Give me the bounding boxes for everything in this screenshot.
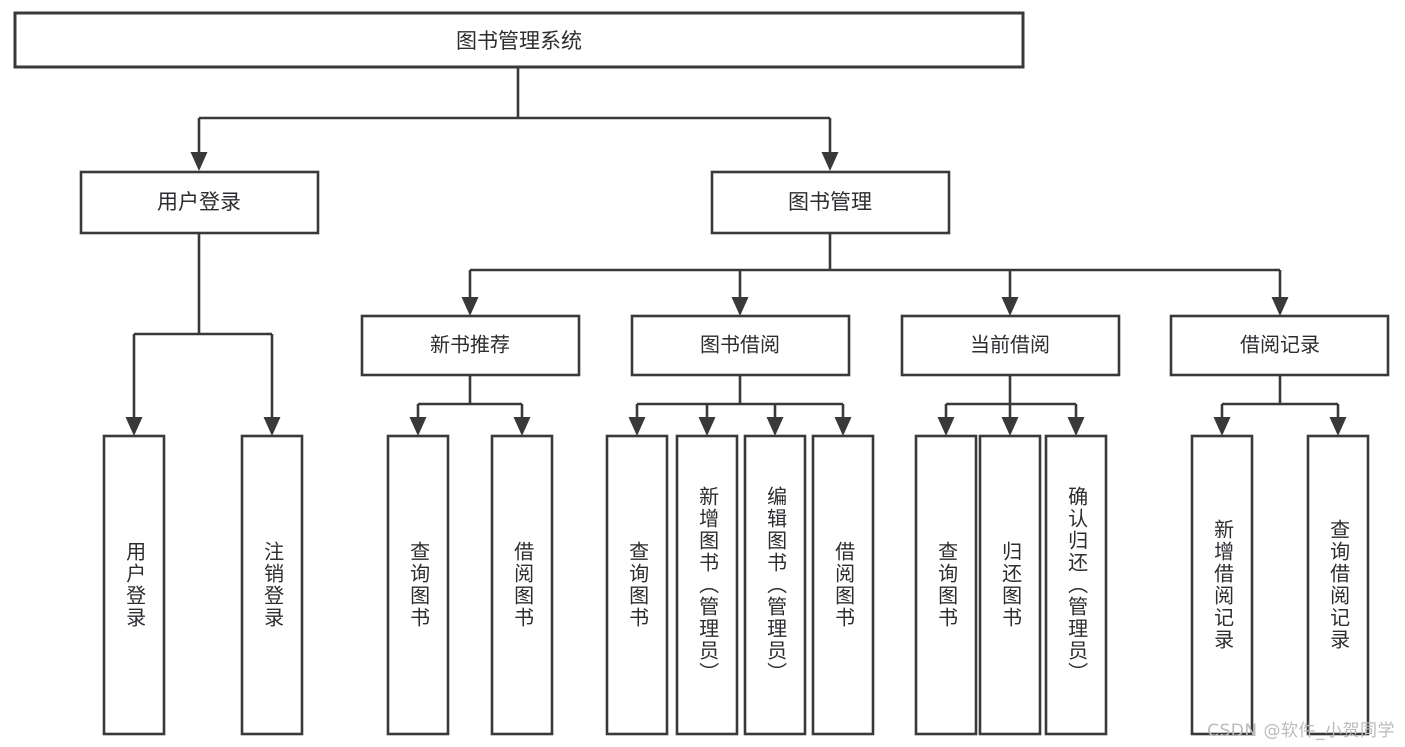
arrow-to-leaf — [1329, 417, 1347, 436]
connector-group-new-book — [409, 375, 531, 436]
leaf-box-new-book-1[interactable] — [490, 434, 554, 736]
arrow-to-leaf — [409, 417, 427, 436]
arrow-to-current-borrow — [1001, 297, 1019, 316]
leaf-box-book-borrow-0[interactable] — [605, 434, 669, 736]
node-root-label: 图书管理系统 — [456, 29, 582, 53]
arrow-to-leaf — [628, 417, 646, 436]
node-user-login-box[interactable] — [79, 170, 320, 235]
arrow-to-user-login — [190, 152, 208, 171]
arrow-to-borrow-record — [1271, 297, 1289, 316]
leaf-box-borrow-record-0[interactable] — [1190, 434, 1254, 736]
leaf-box-current-borrow-1[interactable] — [978, 434, 1042, 736]
arrow-to-new-book — [461, 297, 479, 316]
arrow-to-leaf — [263, 417, 281, 436]
leaf-box-new-book-0[interactable] — [386, 434, 450, 736]
leaf-box-book-borrow-3[interactable] — [811, 434, 875, 736]
node-current-borrow-label: 当前借阅 — [970, 333, 1050, 357]
leaf-box-current-borrow-0[interactable] — [914, 434, 978, 736]
connector-group-book-borrow — [628, 375, 852, 436]
csdn-watermark: CSDN @软件_小贺同学 — [1207, 721, 1395, 741]
connector-group-borrow-record — [1213, 375, 1347, 436]
node-current-borrow-box[interactable] — [900, 314, 1121, 377]
leaf-box-borrow-record-1[interactable] — [1306, 434, 1370, 736]
arrow-to-book-manage — [821, 152, 839, 171]
connector-group-book-manage — [461, 233, 1289, 316]
arrow-to-leaf — [698, 417, 716, 436]
node-borrow-record-box[interactable] — [1169, 314, 1390, 377]
arrow-to-leaf — [513, 417, 531, 436]
connector-group-current-borrow — [937, 375, 1085, 436]
leaf-box-user-login-1[interactable] — [240, 434, 304, 736]
arrow-to-leaf — [1067, 417, 1085, 436]
node-book-borrow-box[interactable] — [630, 314, 851, 377]
node-new-book-box[interactable] — [360, 314, 581, 377]
node-book-manage-label: 图书管理 — [788, 190, 872, 214]
node-root-box[interactable] — [13, 11, 1025, 69]
node-user-login-label: 用户登录 — [157, 190, 241, 214]
leaf-box-current-borrow-2[interactable] — [1044, 434, 1108, 736]
node-borrow-record-label: 借阅记录 — [1240, 333, 1320, 357]
node-book-borrow-label: 图书借阅 — [700, 333, 780, 357]
arrow-to-leaf — [937, 417, 955, 436]
arrow-to-leaf — [834, 417, 852, 436]
arrow-to-leaf — [766, 417, 784, 436]
arrow-to-book-borrow — [731, 297, 749, 316]
arrow-to-leaf — [1213, 417, 1231, 436]
leaf-box-user-login-0[interactable] — [102, 434, 166, 736]
connector-group-root — [190, 67, 839, 171]
arrow-to-leaf — [1001, 417, 1019, 436]
node-new-book-label: 新书推荐 — [430, 333, 510, 357]
leaf-box-book-borrow-2[interactable] — [743, 434, 807, 736]
connector-group-user-login — [125, 233, 281, 436]
arrow-to-leaf — [125, 417, 143, 436]
node-book-manage-box[interactable] — [710, 170, 951, 235]
leaf-box-book-borrow-1[interactable] — [675, 434, 739, 736]
